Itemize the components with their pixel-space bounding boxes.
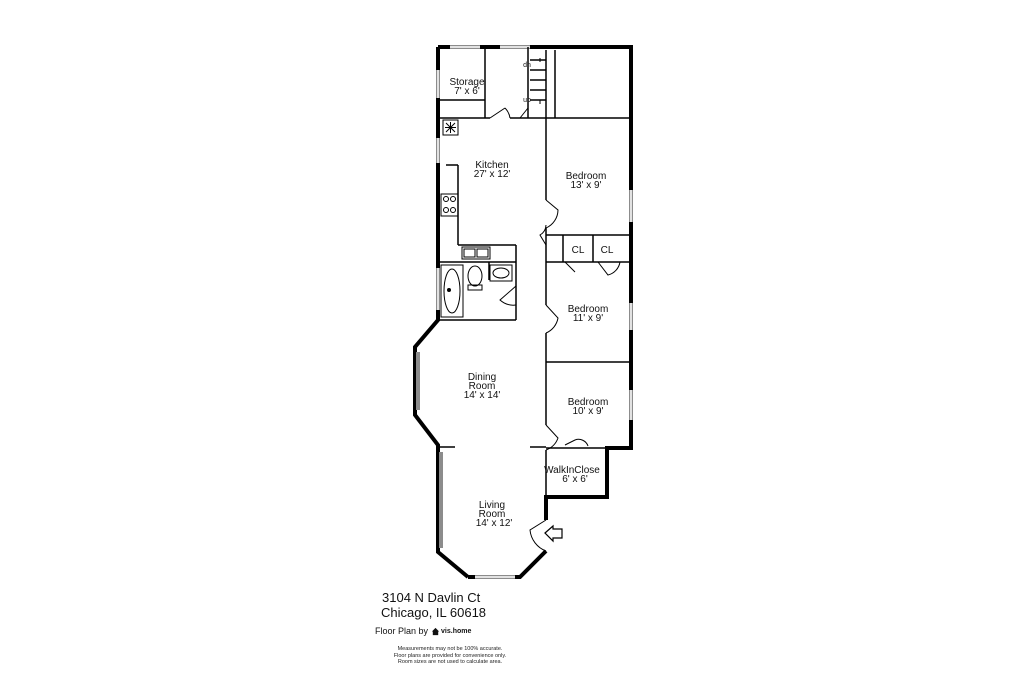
disclaimer-line-2: Floor plans are provided for convenience… xyxy=(393,652,507,659)
stairs-up-label: up xyxy=(523,97,531,104)
interior-walls xyxy=(438,47,631,497)
address-line-1: 3104 N Davlin Ct xyxy=(382,590,481,605)
bedroom2-dims: 11' x 9' xyxy=(573,313,603,324)
bedroom1-name: Bedroom xyxy=(566,171,607,182)
fan-icon xyxy=(442,119,459,136)
kitchen-name: Kitchen xyxy=(475,160,508,171)
bedroom1-dims: 13' x 9' xyxy=(570,180,601,191)
bedroom2-name: Bedroom xyxy=(568,304,609,315)
disclaimer-line-3: Room sizes are not used to calculate are… xyxy=(397,659,503,665)
dining-dims: 14' x 14' xyxy=(464,390,501,401)
brand-logo: vis.home xyxy=(431,627,471,636)
storage-dims: 7' x 6' xyxy=(454,86,480,97)
bedroom3-dims: 10' x 9' xyxy=(572,406,603,417)
room-labels: dn up Storage 7' x 6' Kitchen 27' x 12' … xyxy=(449,62,613,529)
stove xyxy=(440,193,459,217)
dining-name2: Room xyxy=(469,381,496,392)
doors xyxy=(489,107,621,552)
bathroom-sink xyxy=(489,264,513,282)
living-name1: Living xyxy=(479,500,505,511)
closet1-label: CL xyxy=(572,245,585,256)
address-line-2: Chicago, IL 60618 xyxy=(381,605,487,620)
toilet xyxy=(467,265,483,287)
kitchen-sink xyxy=(461,246,491,260)
kitchen-dims: 27' x 12' xyxy=(474,169,511,180)
storage-name: Storage xyxy=(449,77,484,88)
walkin-name: WalkInClose xyxy=(544,465,600,476)
fixtures xyxy=(440,58,542,318)
floorplan-credit: Floor Plan by vis.home xyxy=(360,626,560,636)
floor-plan-footer: 3104 N Davlin Ct Chicago, IL 60618 Floor… xyxy=(360,590,560,666)
walkin-dims: 6' x 6' xyxy=(562,474,588,485)
closet2-label: CL xyxy=(601,245,614,256)
bedroom3-name: Bedroom xyxy=(568,397,609,408)
disclaimer-line-1: Measurements may not be 100% accurate. xyxy=(397,646,503,652)
entry-arrow-icon xyxy=(544,524,563,543)
floorplan-by-label: Floor Plan by xyxy=(375,626,429,636)
brand-name: vis.home xyxy=(441,627,472,635)
stairs-down-label: dn xyxy=(523,62,531,69)
living-dims: 14' x 12' xyxy=(476,518,513,529)
dining-name1: Dining xyxy=(468,372,496,383)
disclaimer: Measurements may not be 100% accurate. F… xyxy=(370,646,530,666)
house-logo-icon xyxy=(431,627,440,635)
living-name2: Room xyxy=(479,509,506,520)
bathtub xyxy=(440,264,464,318)
